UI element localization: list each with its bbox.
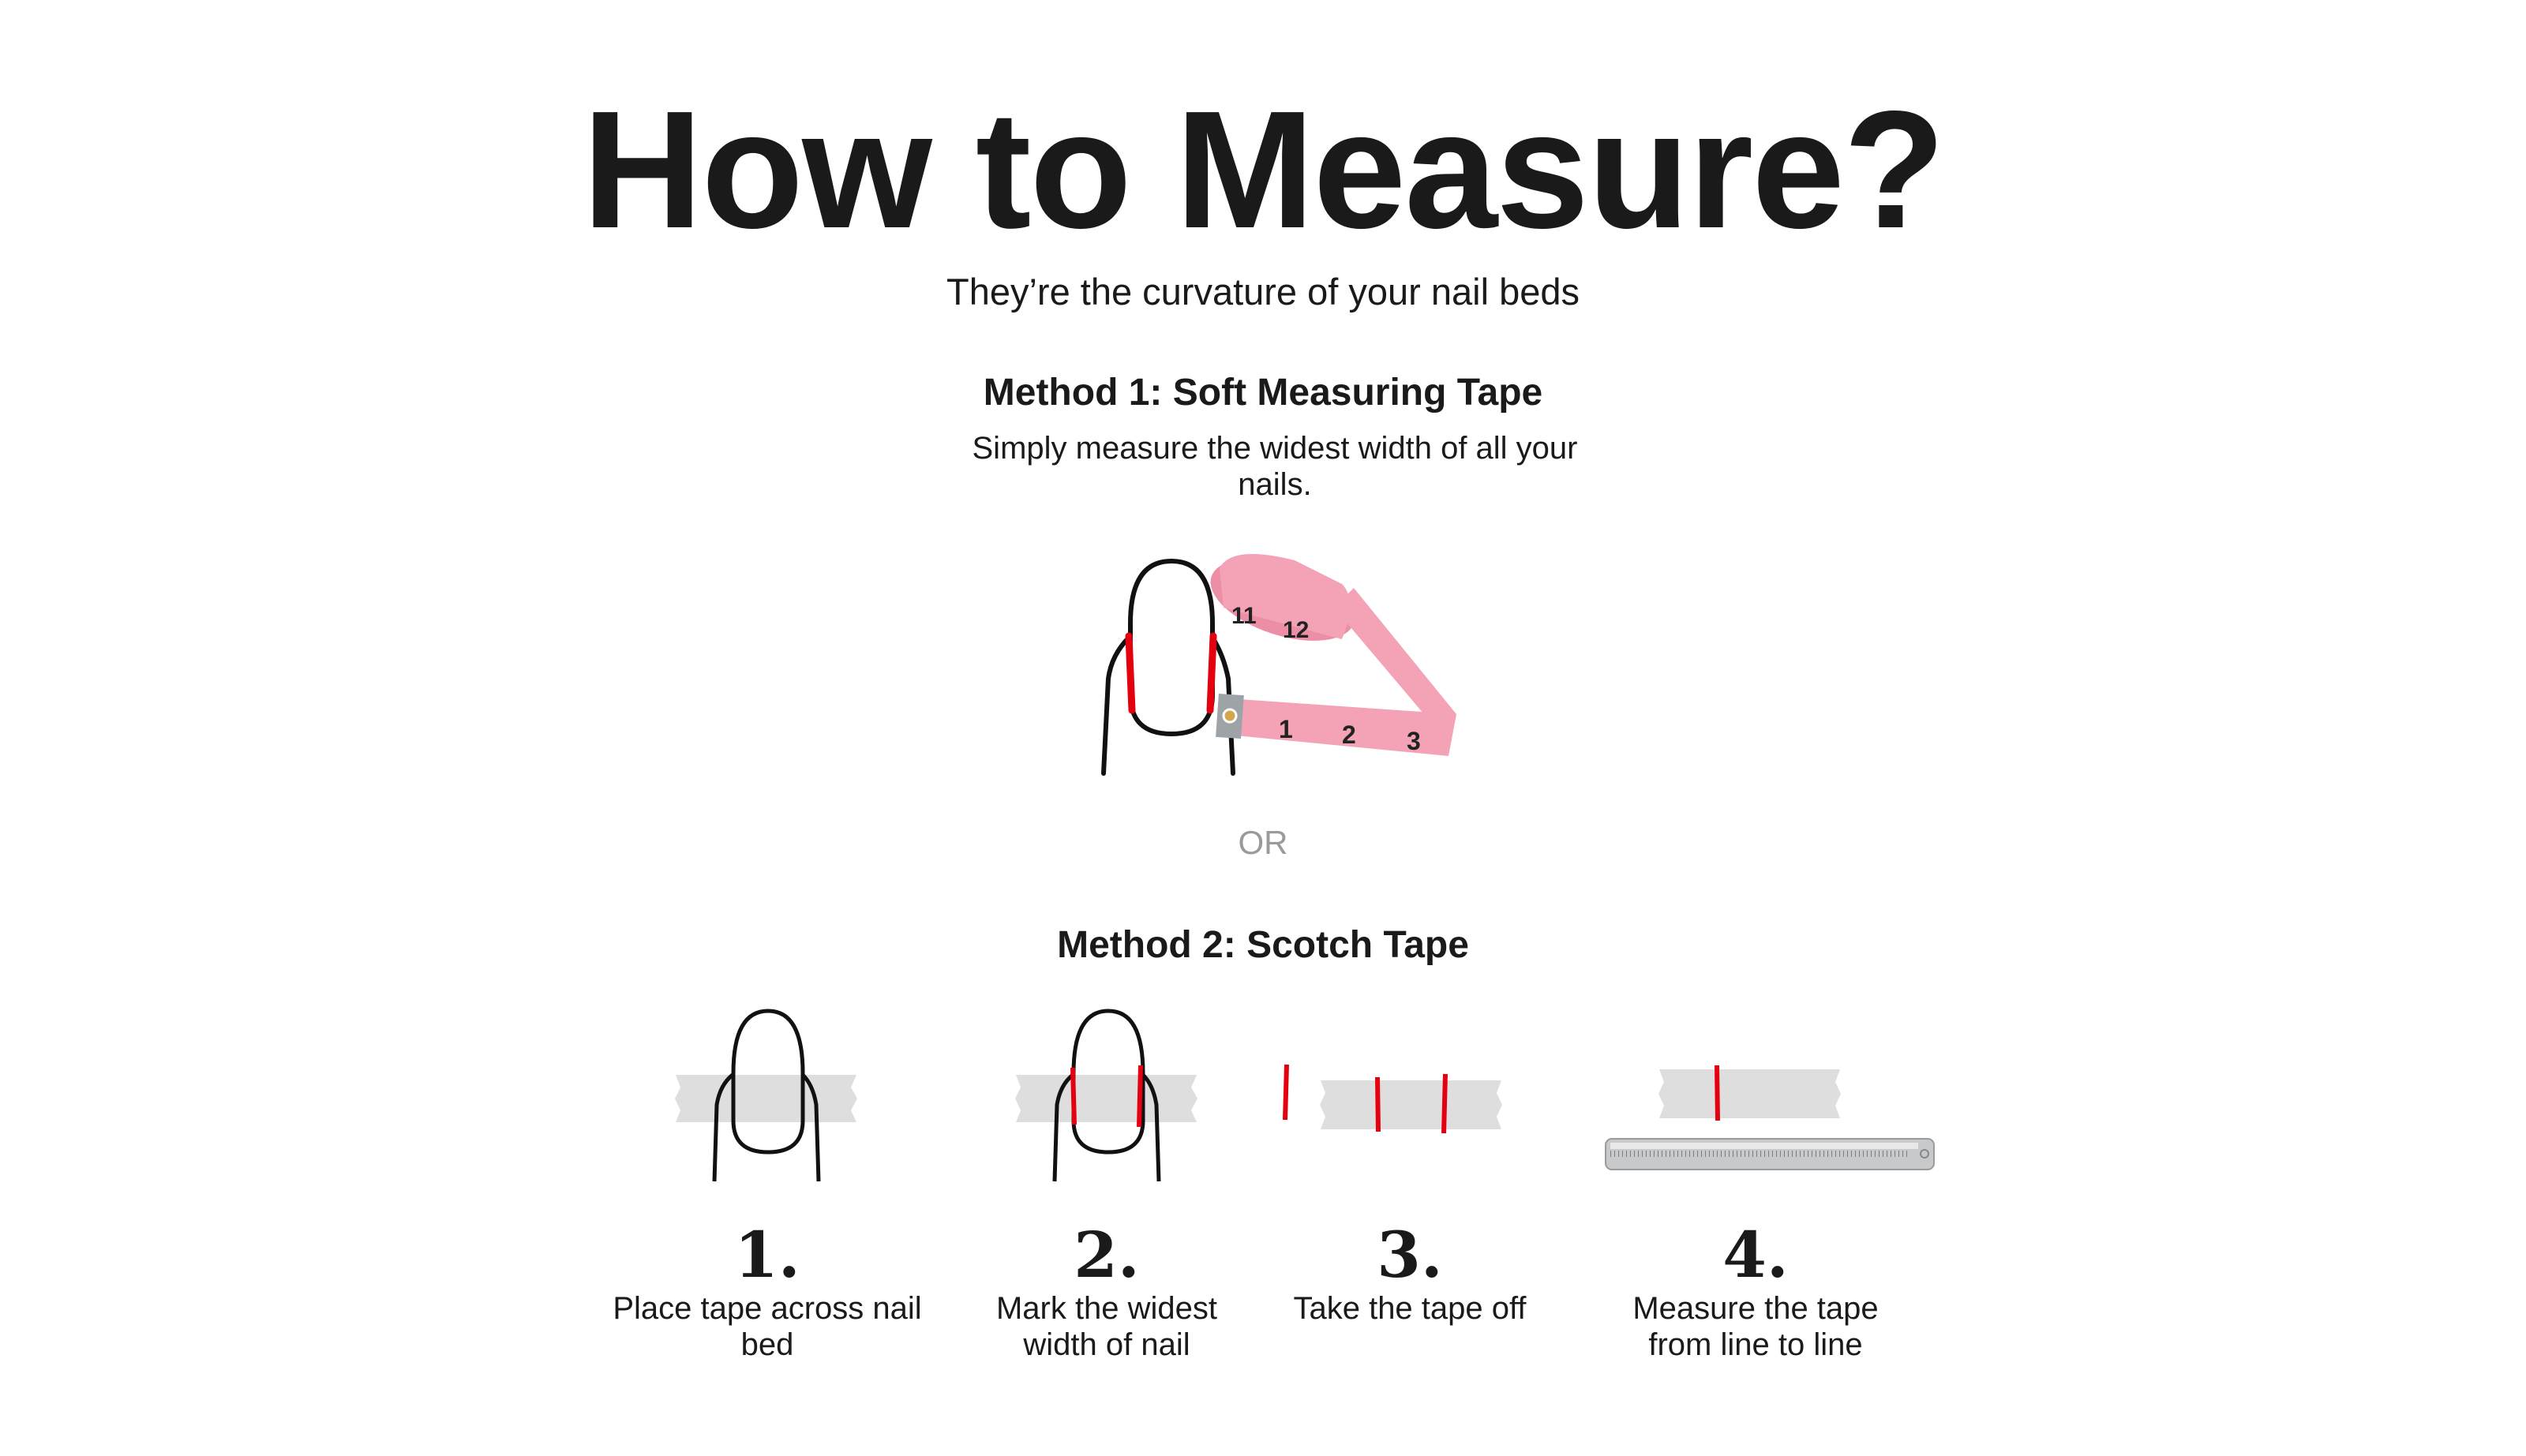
ruler-icon (1605, 1138, 1935, 1170)
step-2-illustration (1015, 1009, 1197, 1182)
tape-number: 1 (1279, 715, 1293, 743)
step-number: 1. (734, 1218, 800, 1292)
step-4-illustration (1605, 1065, 1935, 1170)
step-1-illustration (675, 1009, 857, 1182)
step-3-illustration (1283, 1064, 1502, 1134)
nail-width-marks (1125, 632, 1217, 714)
or-separator: OR (1238, 824, 1288, 861)
method-1-heading: Method 1: Soft Measuring Tape (983, 372, 1543, 414)
step-number: 3. (1377, 1218, 1443, 1292)
method-2-heading: Method 2: Scotch Tape (1057, 924, 1469, 966)
tape-number: 12 (1283, 617, 1309, 643)
step-number: 4. (1722, 1218, 1789, 1292)
measuring-tape-icon: 1 2 3 11 12 (1210, 554, 1456, 756)
method-1-description: Simply measure the widest width of all y… (972, 431, 1578, 502)
step-caption: Measure the tape from line to line (1632, 1291, 1879, 1362)
step-caption: Take the tape off (1293, 1291, 1527, 1326)
step-caption: Place tape across nail bed (613, 1291, 922, 1362)
tape-number: 2 (1342, 721, 1356, 749)
subtitle: They’re the curvature of your nail beds (946, 271, 1580, 313)
tape-number: 11 (1231, 603, 1257, 629)
step-number: 2. (1074, 1218, 1140, 1292)
step-caption: Mark the widest width of nail (995, 1291, 1218, 1362)
page-title: How to Measure? (582, 76, 1945, 263)
tape-number: 3 (1407, 727, 1421, 755)
